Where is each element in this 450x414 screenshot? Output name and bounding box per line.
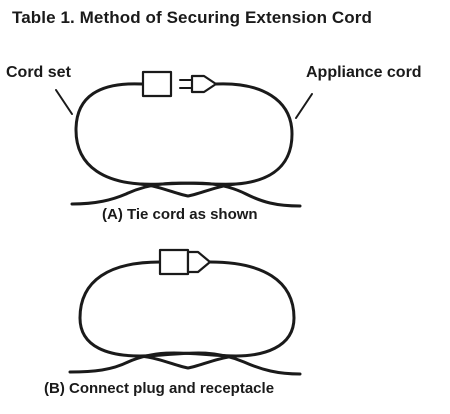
connected-cord-left-loop	[78, 260, 302, 376]
figure-b	[68, 248, 302, 376]
plug-head	[190, 74, 218, 94]
caption-b: (B) Connect plug and receptacle	[44, 380, 275, 397]
connected-receptacle	[158, 248, 190, 276]
connected-cord-right-loop	[68, 260, 296, 374]
cord-set-leader-line	[55, 89, 73, 115]
connected-plug	[186, 250, 212, 274]
connected-knot-crossing	[138, 354, 238, 370]
receptacle-box	[141, 70, 173, 98]
appliance-cord-loop	[70, 82, 294, 206]
figure-a	[55, 70, 313, 208]
table-title: Table 1. Method of Securing Extension Co…	[12, 8, 372, 27]
caption-a: (A) Tie cord as shown	[102, 206, 258, 223]
appliance-cord-label: Appliance cord	[306, 64, 422, 81]
knot-crossing	[138, 182, 238, 198]
cord-set-loop	[74, 82, 302, 208]
cord-set-label: Cord set	[6, 64, 71, 81]
appliance-cord-leader-line	[295, 93, 313, 119]
plug-prongs	[179, 79, 193, 89]
